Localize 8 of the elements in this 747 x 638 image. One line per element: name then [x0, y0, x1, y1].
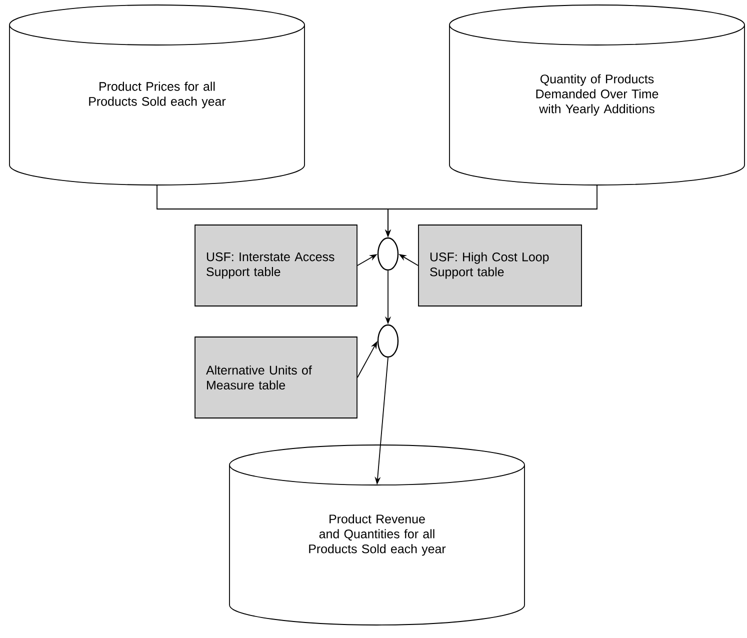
table-box: USF: High Cost Loop Support table	[418, 224, 582, 306]
database-cylinder: Product Revenue and Quantities for all Products Sold each year	[229, 444, 525, 626]
database-cylinder: Product Prices for all Products Sold each year	[9, 4, 305, 186]
join-ellipse	[377, 237, 399, 271]
join-ellipse	[377, 324, 399, 358]
database-cylinder: Quantity of Products Demanded Over Time with Yearly Additions	[449, 4, 745, 186]
table-box: USF: Interstate Access Support table	[194, 224, 358, 306]
table-box: Alternative Units of Measure table	[194, 336, 358, 418]
